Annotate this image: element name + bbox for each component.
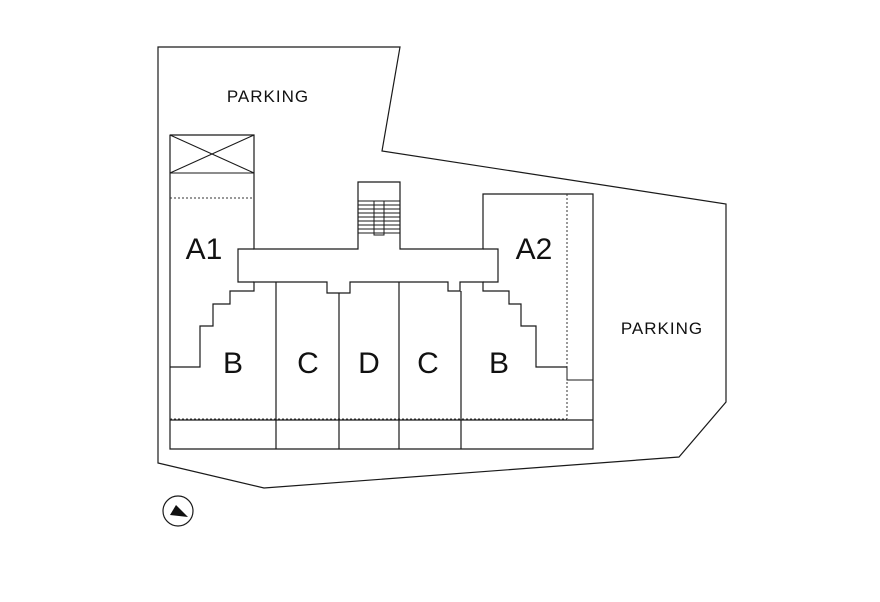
unit-label-d: D: [358, 347, 380, 380]
unit-label-c-right: C: [417, 347, 439, 380]
unit-label-a2: A2: [516, 233, 553, 266]
unit-label-a1: A1: [186, 233, 223, 266]
crossed-box-icon: [169, 134, 255, 174]
site-boundary: [157, 46, 727, 489]
unit-label-b-left: B: [223, 347, 243, 380]
stairs-icon: [358, 200, 400, 236]
building-outline: [169, 134, 594, 450]
unit-label-c-left: C: [297, 347, 319, 380]
north-arrow-icon: [162, 495, 194, 527]
right-step-box: [566, 367, 593, 381]
parking-label-right: PARKING: [621, 319, 703, 338]
unit-label-b-right: B: [489, 347, 509, 380]
corridor-left: [237, 248, 254, 283]
corridor-right: [483, 248, 499, 283]
parking-label-top: PARKING: [227, 87, 309, 106]
